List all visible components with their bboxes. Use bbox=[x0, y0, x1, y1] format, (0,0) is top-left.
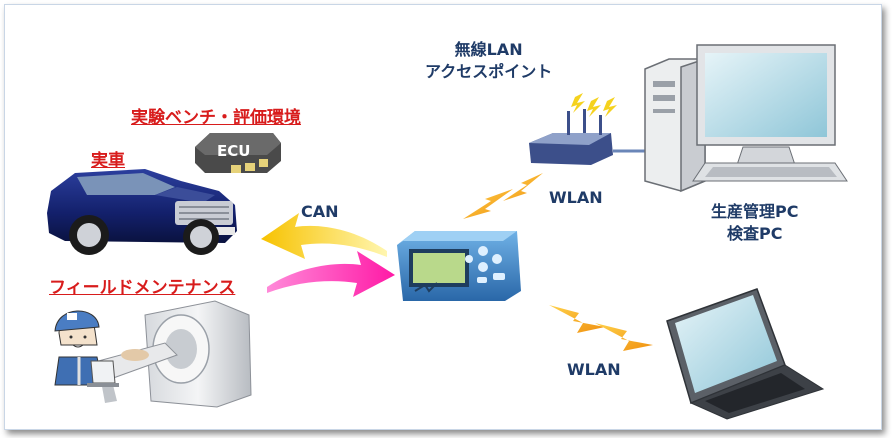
diagram-frame: 無線LAN アクセスポイント 実験ベンチ・評価環境 ECU 実車 CAN WLA… bbox=[4, 4, 882, 430]
wlan-bolt-top-icon bbox=[463, 173, 543, 219]
ecu-label: ECU bbox=[217, 142, 251, 160]
handheld-device-icon bbox=[397, 231, 521, 301]
ecu-icon bbox=[195, 133, 281, 173]
pc-label: 生産管理PC 検査PC bbox=[711, 201, 798, 245]
can-arrow-right bbox=[267, 251, 395, 297]
monitor-icon bbox=[692, 44, 848, 182]
technician-icon bbox=[54, 310, 119, 387]
wlan-bottom-label: WLAN bbox=[567, 360, 621, 379]
laptop-icon bbox=[666, 288, 825, 420]
car-icon bbox=[47, 169, 237, 255]
test-bench-label: 実験ベンチ・評価環境 bbox=[131, 108, 301, 128]
access-point-icon bbox=[529, 93, 657, 165]
can-arrow-left bbox=[261, 213, 387, 259]
diagram-canvas bbox=[47, 44, 848, 420]
can-label: CAN bbox=[301, 202, 339, 221]
wlan-bolt-bottom-icon bbox=[549, 305, 653, 351]
wlan-top-label: WLAN bbox=[549, 188, 603, 207]
desktop-tower-icon bbox=[644, 57, 706, 193]
real-car-label: 実車 bbox=[91, 151, 125, 171]
pc-label-line2: 検査PC bbox=[727, 224, 783, 243]
mri-machine-icon bbox=[90, 300, 252, 408]
access-point-label: 無線LAN アクセスポイント bbox=[425, 39, 552, 83]
pc-label-line1: 生産管理PC bbox=[711, 202, 799, 221]
access-point-label-line2: アクセスポイント bbox=[425, 62, 553, 81]
field-maintenance-label: フィールドメンテナンス bbox=[49, 278, 236, 298]
access-point-label-line1: 無線LAN bbox=[454, 40, 523, 59]
